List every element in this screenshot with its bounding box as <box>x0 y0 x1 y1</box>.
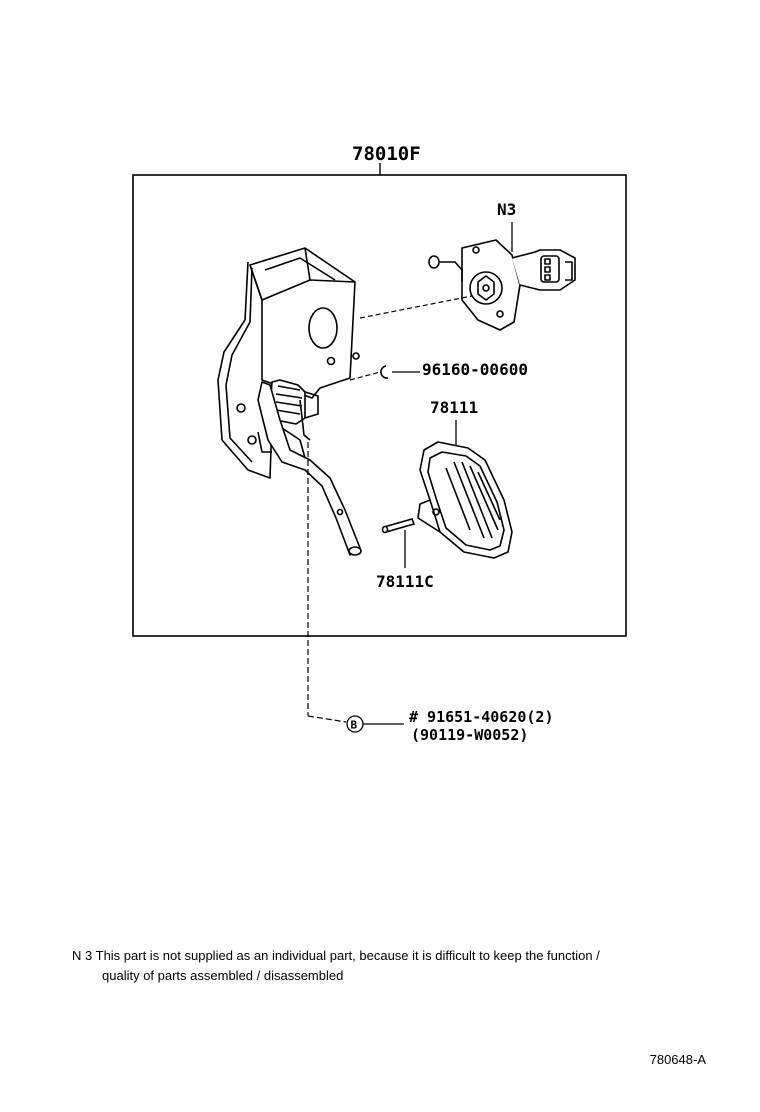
sensor-label: N3 <box>497 200 516 219</box>
bolt-circle-label: B <box>351 719 358 732</box>
pad-label: 78111 <box>430 398 478 417</box>
assembly-label: 78010F <box>352 143 421 165</box>
clip-dashed-line <box>349 371 381 381</box>
pedal-pad <box>417 441 513 559</box>
throttle-position-sensor <box>428 239 576 331</box>
assembly-frame <box>132 174 627 637</box>
pivot-pin <box>381 518 416 534</box>
footnote: N 3 This part is not supplied as an indi… <box>72 946 712 986</box>
figure-code: 780648-A <box>649 1052 706 1067</box>
bolt-alt-label: (90119-W0052) <box>411 726 528 744</box>
footnote-line1: This part is not supplied as an individu… <box>95 948 600 963</box>
bolt-dashed-horizontal <box>307 715 347 723</box>
pin-label: 78111C <box>376 572 434 591</box>
sensor-dashed-line <box>359 295 473 319</box>
clip-label: 96160-00600 <box>422 360 528 379</box>
footnote-line2: quality of parts assembled / disassemble… <box>102 968 344 983</box>
pedal-arm-assembly <box>217 247 362 556</box>
bolt-part-label: # 91651-40620(2) <box>409 708 554 726</box>
footnote-code: N 3 <box>72 948 93 963</box>
clip-part <box>380 365 389 379</box>
